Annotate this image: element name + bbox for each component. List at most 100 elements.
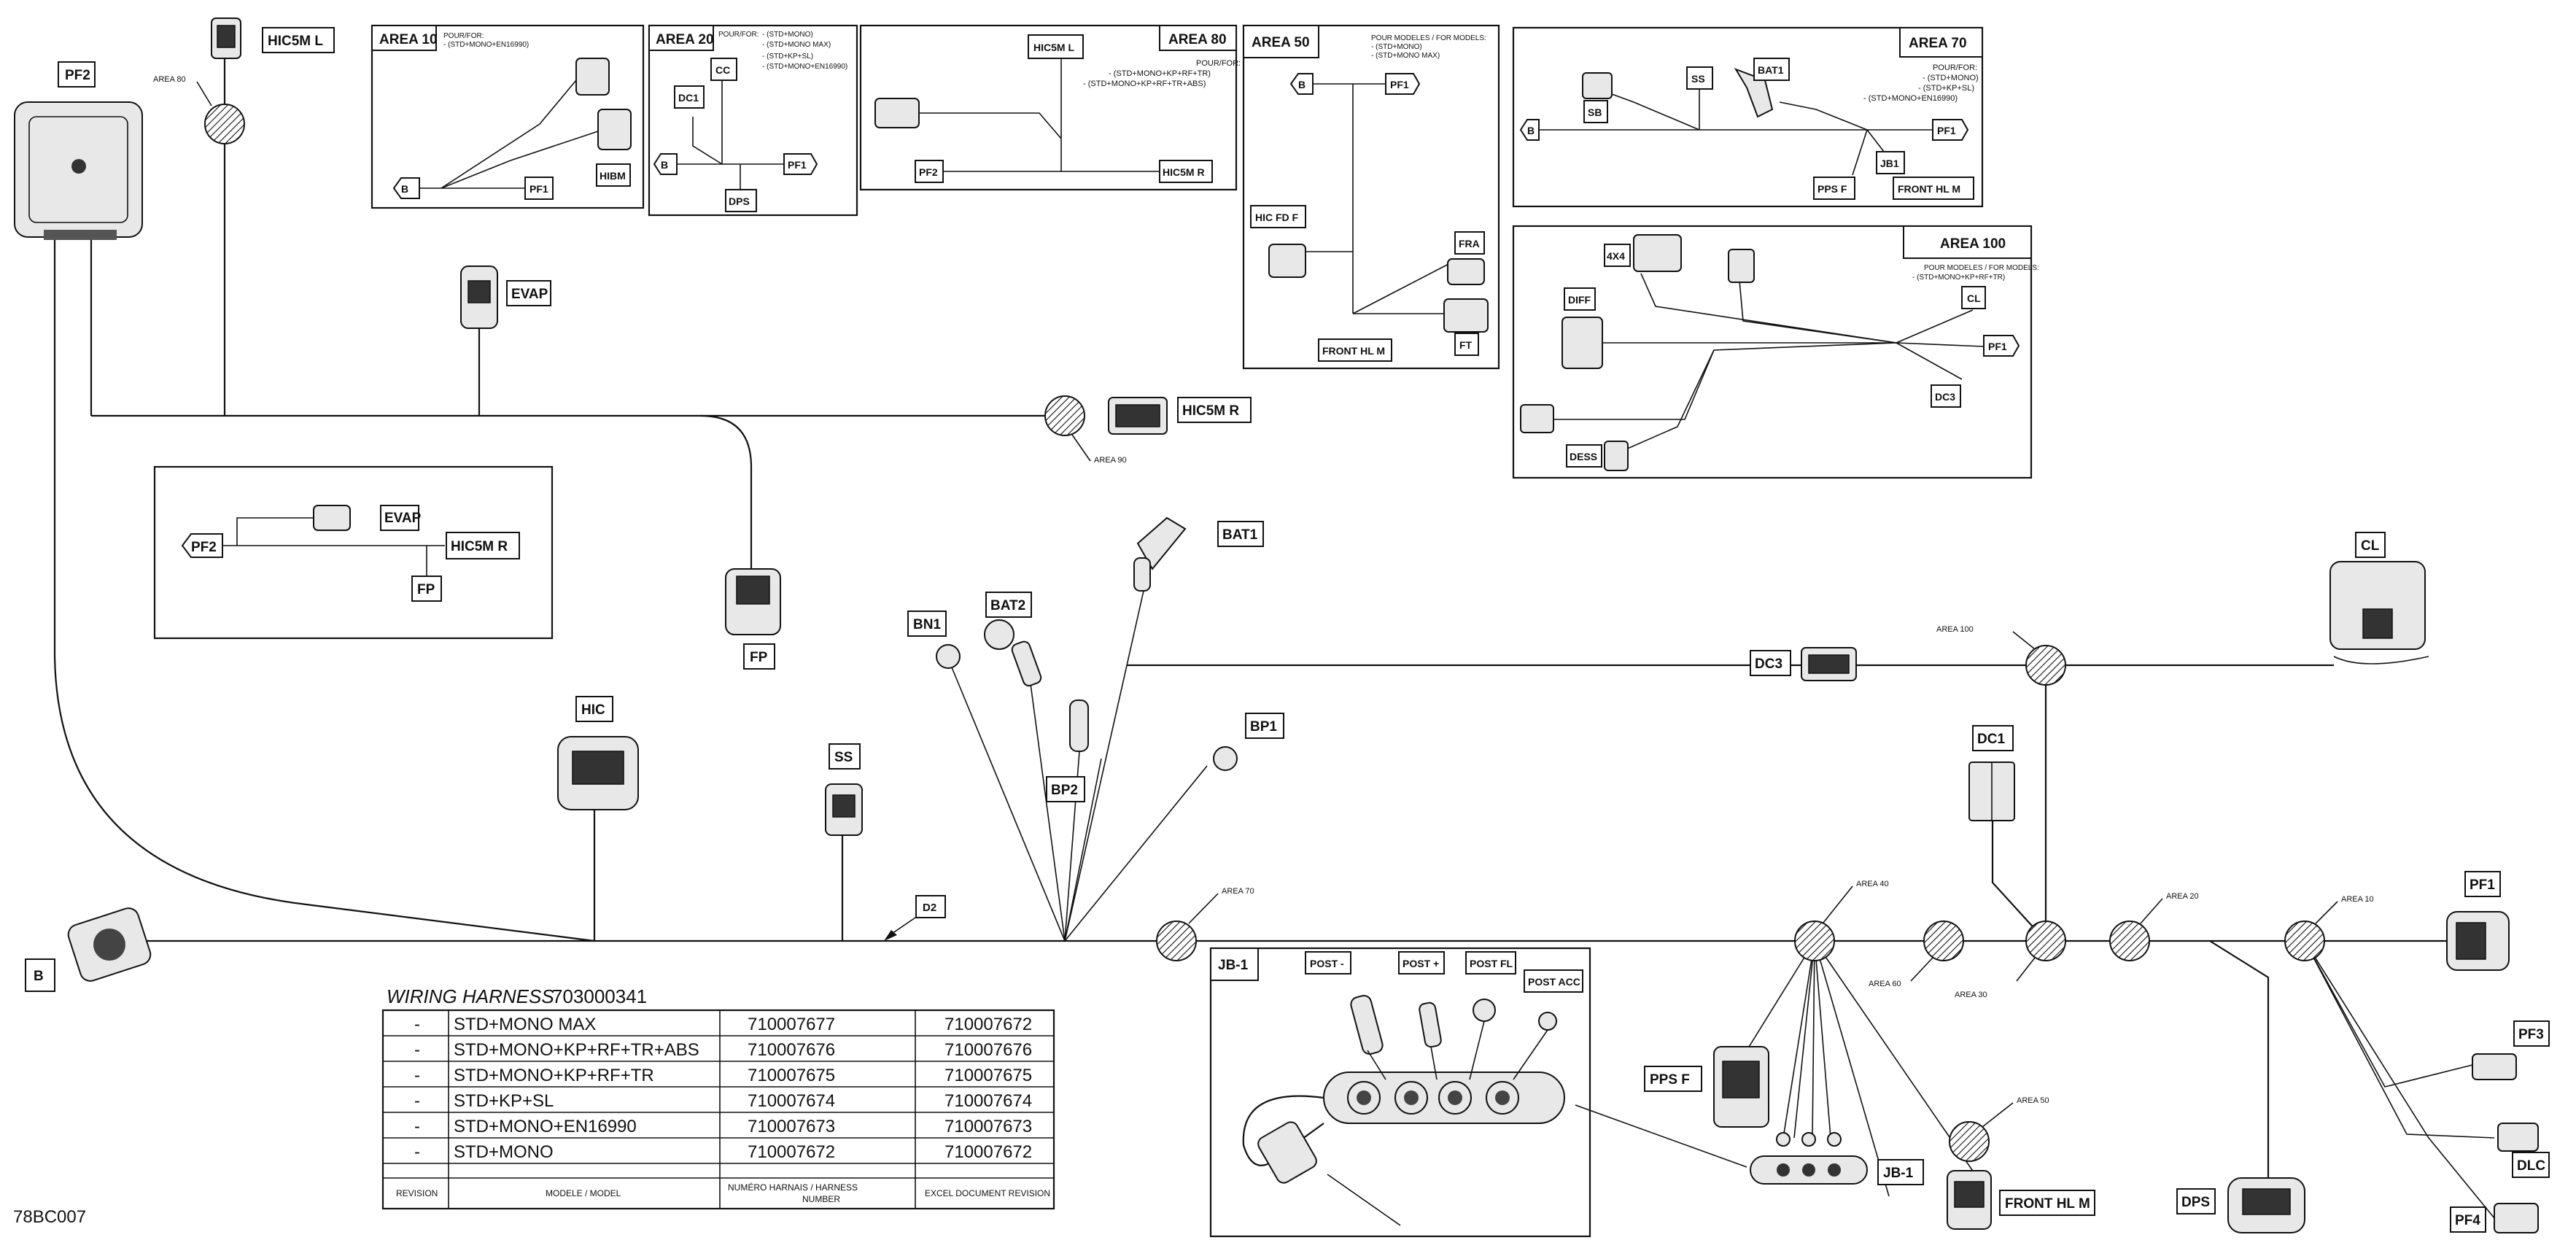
evap-connector[interactable] — [460, 266, 498, 329]
label-bat2: BAT2 — [990, 598, 1025, 613]
area80-hic5m-l: HIC5M L — [1033, 42, 1074, 53]
label-bat1: BAT1 — [1222, 527, 1258, 543]
hic5m-l-connector[interactable] — [211, 18, 241, 59]
area50-hic-fd-f: HIC FD F — [1255, 212, 1299, 223]
row5-model: STD+MONO — [454, 1142, 554, 1162]
cl-connector[interactable] — [2329, 561, 2429, 664]
area100-4x4: 4X4 — [1607, 250, 1625, 262]
hic-connector[interactable] — [557, 736, 639, 810]
bat2-terminal[interactable] — [984, 619, 1042, 687]
front-hl-m-connector[interactable] — [1947, 1170, 1992, 1230]
bubble-area40 — [1794, 921, 1835, 961]
label-pf3: PF3 — [2518, 1027, 2544, 1042]
label-area80-top: AREA 80 — [153, 75, 186, 84]
bubble-area10 — [2284, 921, 2325, 961]
row3-model: STD+KP+SL — [454, 1091, 554, 1111]
bp2-terminal[interactable] — [1069, 700, 1089, 752]
bp1-terminal[interactable] — [1213, 746, 1238, 771]
area20-note2: - (STD+MONO) — [762, 31, 813, 39]
inset-evap-fp: FP — [417, 582, 435, 597]
jb1-inset-title: JB-1 — [1218, 958, 1249, 973]
row3-excel: 710007674 — [944, 1091, 1032, 1111]
bubble-area100 — [2025, 645, 2066, 686]
header-num1: NUMÉRO HARNAIS / HARNESS — [728, 1182, 858, 1193]
header-model: MODELE / MODEL — [546, 1188, 621, 1198]
area70-pf1: PF1 — [1937, 125, 1956, 136]
pps-f-connector[interactable] — [1713, 1046, 1769, 1128]
row2-rev: - — [414, 1066, 420, 1085]
bn1-terminal[interactable] — [936, 644, 961, 669]
fp-connector[interactable] — [725, 568, 781, 635]
area50-ft: FT — [1459, 339, 1473, 351]
label-dc1: DC1 — [1977, 732, 2005, 747]
label-jb1: JB-1 — [1883, 1166, 1914, 1181]
d2-marker — [884, 917, 916, 941]
label-area70: AREA 70 — [1222, 887, 1254, 896]
area70-note1: POUR/FOR: — [1933, 63, 1977, 72]
row1-excel: 710007676 — [944, 1040, 1032, 1060]
label-fp: FP — [750, 650, 768, 665]
ss-connector[interactable] — [825, 783, 863, 836]
area50-note1: POUR MODELES / FOR MODELS: — [1371, 34, 1486, 42]
row5-excel: 710007672 — [944, 1142, 1032, 1162]
area70-pps-f: PPS F — [1817, 183, 1847, 195]
pf1-connector[interactable] — [2446, 911, 2510, 971]
area-bubbles — [204, 104, 2325, 1162]
inset-evap-pf2: PF2 — [191, 540, 217, 555]
area20-note3: - (STD+MONO MAX) — [762, 41, 831, 49]
jb1-post-acc: POST ACC — [1528, 976, 1580, 988]
bubble-area70 — [1156, 921, 1197, 961]
dc3-connector[interactable] — [1801, 647, 1857, 681]
b-connector[interactable] — [66, 906, 153, 984]
jb1-post-plus: POST + — [1403, 958, 1439, 969]
inset-area70: AREA 70 POUR/FOR: - (STD+MONO) - (STD+KP… — [1512, 26, 1984, 208]
area50-fra: FRA — [1459, 238, 1480, 249]
area50-front-hl-m: FRONT HL M — [1322, 345, 1385, 357]
label-hic5m-l: HIC5M L — [268, 34, 323, 49]
row2-model: STD+MONO+KP+RF+TR — [454, 1066, 654, 1085]
area80-note2: - (STD+MONO+KP+RF+TR) — [1109, 69, 1211, 78]
inset-area10: AREA 10 POUR/FOR: - (STD+MONO+EN16990) B… — [371, 24, 645, 209]
inset-area100: AREA 100 POUR MODELES / FOR MODELS: - (S… — [1512, 225, 2039, 479]
dc1-connector[interactable] — [1968, 762, 2015, 821]
area10-pf1: PF1 — [529, 183, 548, 195]
inset-area20: AREA 20 POUR/FOR: - (STD+MONO) - (STD+MO… — [648, 24, 858, 217]
jb1-block[interactable] — [1750, 1132, 1868, 1185]
bat1-terminal[interactable] — [1133, 516, 1187, 592]
area100-note1: POUR MODELES / FOR MODELS: — [1924, 264, 2039, 272]
label-area50: AREA 50 — [2017, 1096, 2049, 1105]
area70-note4: - (STD+MONO+EN16990) — [1863, 94, 1958, 103]
area100-pf1: PF1 — [1988, 341, 2007, 352]
label-area90: AREA 90 — [1094, 456, 1127, 465]
area50-title: AREA 50 — [1252, 35, 1310, 50]
area100-cl: CL — [1967, 292, 1981, 304]
label-b: B — [34, 969, 44, 984]
inset-evap: PF2 EVAP HIC5M R FP — [153, 465, 554, 640]
pf3-connector[interactable] — [2472, 1053, 2517, 1080]
area70-ss: SS — [1691, 73, 1705, 85]
pf2-connector[interactable] — [14, 101, 143, 240]
main-trunk — [53, 58, 2495, 1219]
area70-front-hl-m: FRONT HL M — [1898, 183, 1960, 195]
inset-jb1: JB-1 POST - POST + POST FL POST ACC — [1209, 947, 1591, 1238]
area10-hibm: HIBM — [600, 170, 626, 182]
label-dps: DPS — [2181, 1195, 2210, 1210]
dps-connector[interactable] — [2227, 1177, 2305, 1233]
area20-title: AREA 20 — [656, 32, 714, 47]
area10-b: B — [401, 183, 408, 195]
pf4-connector[interactable] — [2494, 1203, 2539, 1233]
row3-rev: - — [414, 1091, 420, 1111]
dlc-connector[interactable] — [2497, 1123, 2539, 1152]
bubble-area30 — [2025, 921, 2066, 961]
row4-rev: - — [414, 1117, 420, 1136]
area100-note2: - (STD+MONO+KP+RF+TR) — [1912, 274, 2005, 282]
hic5m-r-connector[interactable] — [1108, 397, 1168, 435]
inset-area80: AREA 80 POUR/FOR: - (STD+MONO+KP+RF+TR) … — [859, 24, 1241, 191]
header-excel: EXCEL DOCUMENT REVISION — [925, 1188, 1050, 1198]
row0-model: STD+MONO MAX — [454, 1015, 596, 1034]
bubble-area60 — [1923, 921, 1964, 961]
area50-note2: - (STD+MONO) — [1371, 43, 1422, 51]
bubble-area50 — [1949, 1121, 1990, 1162]
area100-dess: DESS — [1570, 451, 1597, 462]
